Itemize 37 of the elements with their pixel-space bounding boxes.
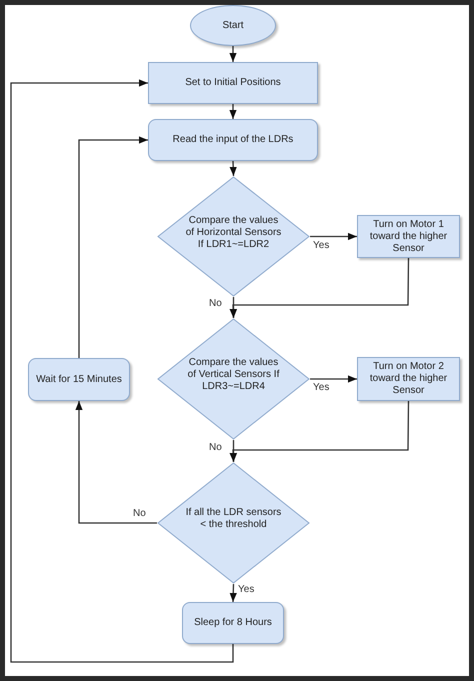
node-text: Turn on Motor 2 toward the higher Sensor (368, 361, 448, 397)
edge-label: Yes (237, 585, 256, 595)
arrow (310, 232, 357, 240)
arrow (230, 584, 237, 602)
edge-label: No (208, 299, 223, 309)
arrow (229, 46, 237, 62)
process-box (148, 119, 318, 161)
node-text: Set to Initial Positions (184, 77, 282, 89)
decision-diamond (157, 462, 310, 584)
node-text: If all the LDR sensors < the threshold (184, 507, 282, 531)
arrow (229, 401, 410, 462)
edge-label: Yes (312, 383, 330, 393)
decision-diamond (157, 176, 310, 297)
node-text: Sleep for 8 Hours (193, 617, 273, 629)
node-text: Wait for 15 Minutes (35, 374, 123, 386)
edge-label: No (132, 509, 147, 519)
decision-diamond (157, 318, 310, 440)
arrow (229, 104, 237, 119)
process-box (28, 358, 130, 401)
node-text: Start (221, 20, 245, 32)
arrow (310, 375, 357, 383)
process-box (182, 602, 284, 644)
arrow (230, 160, 237, 176)
arrow (78, 136, 148, 358)
edge-label: No (208, 443, 223, 453)
process-box (357, 357, 460, 401)
node-text: Turn on Motor 1 toward the higher Sensor (368, 218, 448, 254)
arrow (75, 401, 157, 524)
arrow (230, 258, 410, 318)
start-ellipse (190, 5, 276, 46)
process-box (357, 215, 460, 258)
edge-label: Yes (312, 241, 330, 251)
node-text: Compare the values of Horizontal Sensors If LDR1~=LDR2 (184, 214, 282, 250)
node-text: Compare the values of Vertical Sensors If LDR3~=LDR4 (186, 357, 280, 393)
process-box (148, 62, 318, 104)
arrow (10, 79, 234, 663)
node-text: Read the input of the LDRs (172, 134, 294, 146)
